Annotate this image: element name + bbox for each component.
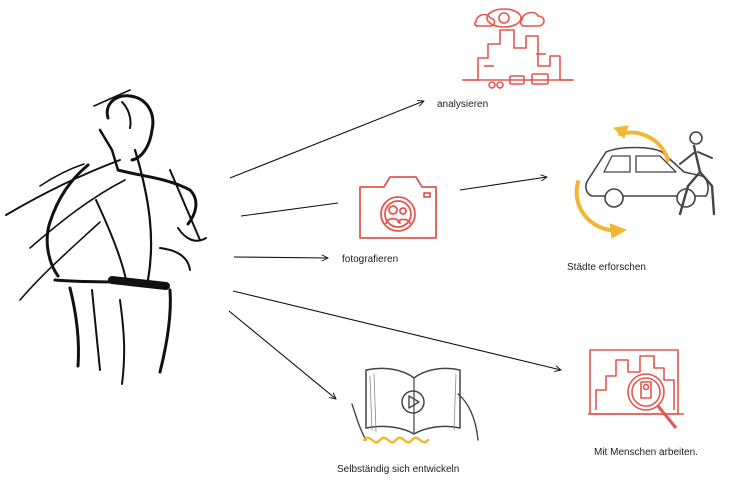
label-photograph: fotografieren [342, 254, 398, 265]
arrow-to-self-develop [228, 310, 336, 399]
arrow-to-work-with-people [232, 290, 561, 370]
arrow-to-analyze [229, 101, 424, 179]
arrow-camera-to-car [459, 177, 547, 191]
man-sketch [5, 89, 207, 385]
connector-arrows [228, 101, 561, 399]
camera-icon [359, 176, 437, 239]
city-eye-icon [462, 8, 574, 89]
label-analyze: analysieren [437, 99, 488, 110]
label-self-develop: Selbständig sich entwickeln [337, 464, 459, 475]
magnifier-building-icon [588, 349, 684, 429]
line-to-camera [240, 202, 339, 217]
label-explore-cities: Städte erforschen [567, 262, 646, 273]
book-play-icon [351, 367, 479, 444]
label-work-with-people: Mit Menschen arbeiten. [594, 447, 698, 458]
car-runner-icon [574, 125, 716, 239]
arrow-to-photograph [233, 257, 328, 258]
